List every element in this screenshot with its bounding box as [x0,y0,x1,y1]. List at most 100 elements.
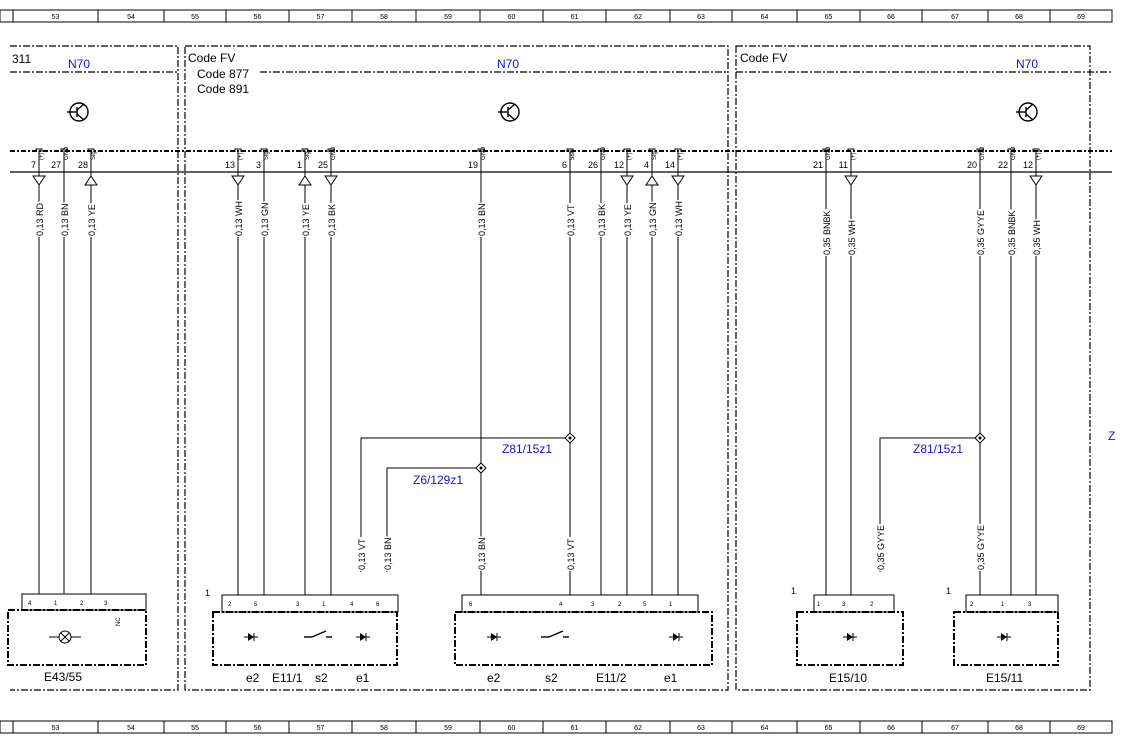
pin-function-label: (+) [238,152,244,160]
wire-label-backing [976,523,986,571]
connector-pin: (+)140,13 WH [665,148,685,595]
component-label: E11/2 [596,671,627,685]
component-e43-55: 4 1 2 3 NC E43/55 [7,593,147,684]
ruler-column-label: 69 [1077,14,1085,21]
led-icon [244,633,258,641]
wire-label: 0,13 VT [566,538,576,570]
signal-up-arrow-icon [84,175,98,186]
ruler-column-label: 69 [1077,725,1085,732]
pin-number: 1 [1001,602,1005,608]
function-label: s2 [315,671,328,685]
ruler-column-label: 58 [380,725,388,732]
ruler-column-label: 63 [697,14,705,21]
pin-function-label: Sig [652,151,658,160]
wire-label: 0,13 YE [301,204,311,236]
wire-label-backing [674,199,684,237]
ruler-column-label: 66 [887,725,895,732]
pin-function-label: (+) [1036,152,1042,160]
pin-number: 2 [970,602,974,608]
component-e15-11: 1 2 1 3 E15/11 [946,586,1059,685]
nc-label: NC [116,617,122,626]
wire-label: 0,35 GYYE [876,525,886,570]
wire-label-backing [847,218,857,256]
wire-label-backing [597,202,607,237]
lamp-icon [49,630,81,644]
pin-function-label: (+) [851,152,857,160]
pin-number: 14 [665,160,675,170]
wire-label: 0,13 BN [477,537,487,570]
module-label: N70 [68,57,90,71]
wire-label: 0,13 WH [674,201,684,236]
wire-label: 0,35 WH [1032,220,1042,255]
transistor-icon [498,102,520,122]
pin-number: 2 [80,601,84,607]
component-e15-10: 1 1 3 2 E15/10 [791,586,904,685]
wire-label-backing [623,203,633,237]
wire-label-backing [260,201,270,237]
wire-label-backing [327,202,337,237]
pin-number: 12 [614,160,624,170]
pin-number: 4 [28,601,32,607]
wire-label: 0,13 YE [623,204,633,236]
wire-label-backing [648,201,658,237]
splice-label: Z81/15z1 [913,442,963,456]
ruler-column-label: 64 [761,14,769,21]
pin-number: 7 [31,160,36,170]
pin-number: 1 [297,160,302,170]
wire-label-backing [477,536,487,571]
pin-function-label: GND [826,146,832,160]
wire-label-backing [234,199,244,237]
ruler-column-label: 61 [571,14,579,21]
wire-label: 0,13 YE [87,204,97,236]
splice-label: Z81/15z1 [502,442,552,456]
wire-label: 0,13 BN [477,203,487,236]
ruler-column-label: 59 [444,14,452,21]
pin-function-label: GND [980,146,986,160]
signal-down-arrow-icon [1029,175,1043,186]
component-e11-2: 6 4 3 2 5 1 e2 s2 E11/2 e1 [454,594,713,685]
transistor-icon [1016,102,1038,122]
pin-number: 5 [254,602,258,608]
zone-code: Code 891 [197,82,249,96]
signal-down-arrow-icon [671,175,685,186]
wire-label-backing [87,203,97,237]
signal-up-arrow-icon [298,175,312,186]
led-icon [997,633,1011,641]
switch-icon [304,630,332,638]
component-label: E43/55 [44,670,82,684]
pin-number: 6 [469,602,473,608]
wire-label: 0,13 RD [35,202,45,236]
transistor-icon [67,102,89,122]
wire-label-backing [35,201,45,237]
wire-label: 0,35 BNBK [1007,210,1017,255]
pin-function-label: GND [601,146,607,160]
pin-number: 3 [591,602,595,608]
wire-label: 0,13 GN [648,202,658,236]
pin-number: 19 [468,160,478,170]
ruler-column-label: 68 [1015,725,1023,732]
ruler-column-label: 64 [761,725,769,732]
pin-function-label: Sig [264,151,270,160]
pin-number: 6 [376,602,380,608]
pin-function-label: GND [481,146,487,160]
zone-frame-right [735,45,1091,691]
wire-label: 0,13 GN [260,202,270,236]
splice-label: Z6/129z1 [413,473,463,487]
component-label: E11/1 [272,671,303,685]
wire-label-backing [976,208,986,256]
pin-number: 28 [78,160,88,170]
pin-number: 12 [1023,160,1033,170]
module-label: N70 [497,57,519,71]
pin-number: 3 [1028,602,1032,608]
pin-one-marker: 1 [791,586,796,596]
pin-number: 5 [643,602,647,608]
pin-number: 4 [350,602,354,608]
wire-label: 0,35 GYYE [976,210,986,255]
wire-label-backing [566,202,576,237]
ruler-column-label: 53 [52,14,60,21]
